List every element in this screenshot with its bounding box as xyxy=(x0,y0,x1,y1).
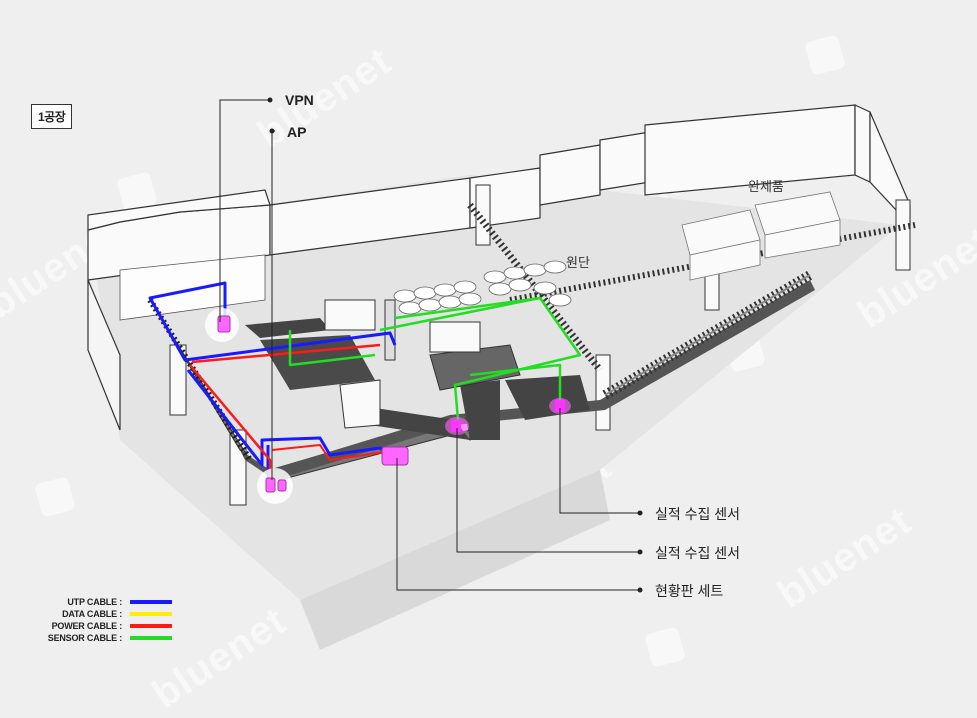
display-board-icon xyxy=(381,446,409,466)
legend-label: POWER CABLE : xyxy=(51,621,123,631)
sensor-cable xyxy=(379,296,582,421)
legend-item-power: POWER CABLE : xyxy=(40,620,172,632)
legend-swatch xyxy=(130,600,172,604)
utp-cable xyxy=(186,369,391,467)
factory-layout-diagram xyxy=(87,97,916,650)
legend-label: SENSOR CABLE : xyxy=(47,633,122,643)
ap-callout-label: AP xyxy=(287,124,307,140)
legend-label: DATA CABLE : xyxy=(62,609,122,619)
sensor-callout-label: 실적 수집 센서 xyxy=(655,545,741,561)
legend-item-data: DATA CABLE : xyxy=(40,608,172,620)
raw-material-zone-label: 원단 xyxy=(566,255,590,270)
vpn-device-icon xyxy=(217,315,231,333)
legend-swatch xyxy=(130,636,172,640)
cable-legend: UTP CABLE : DATA CABLE : POWER CABLE : S… xyxy=(40,596,172,644)
left-wall-inner xyxy=(119,254,266,321)
legend-item-utp: UTP CABLE : xyxy=(40,596,172,608)
legend-swatch xyxy=(130,624,172,628)
legend-label: UTP CABLE : xyxy=(67,597,122,607)
factory-label-badge: 1공장 xyxy=(31,104,73,129)
floor-shadow xyxy=(300,470,610,650)
legend-swatch xyxy=(130,612,172,616)
sensor-icon xyxy=(451,420,461,432)
display-set-callout-label: 현황판 세트 xyxy=(655,583,724,599)
utp-cable xyxy=(148,281,397,362)
sensor-callout-label: 실적 수집 센서 xyxy=(655,506,741,522)
callout-dots xyxy=(267,97,643,593)
raw-material-rolls xyxy=(393,260,572,315)
callout-lines xyxy=(219,99,640,591)
left-wall xyxy=(87,279,121,431)
sensor-cable xyxy=(288,330,376,367)
power-cable xyxy=(271,444,386,461)
factory-walls xyxy=(87,104,911,281)
finished-goods-stacks xyxy=(681,191,841,281)
finished-goods-zone-label: 완제품 xyxy=(748,179,784,194)
ap-device-icon xyxy=(265,477,276,493)
vpn-callout-label: VPN xyxy=(285,92,314,108)
ap-device-icon xyxy=(277,479,287,492)
power-cable xyxy=(191,343,381,364)
sensor-cable xyxy=(469,363,562,405)
sensor-icon xyxy=(555,400,565,412)
legend-item-sensor: SENSOR CABLE : xyxy=(40,632,172,644)
sensor-cable xyxy=(394,296,541,320)
machines xyxy=(324,299,481,429)
devices xyxy=(205,308,571,504)
